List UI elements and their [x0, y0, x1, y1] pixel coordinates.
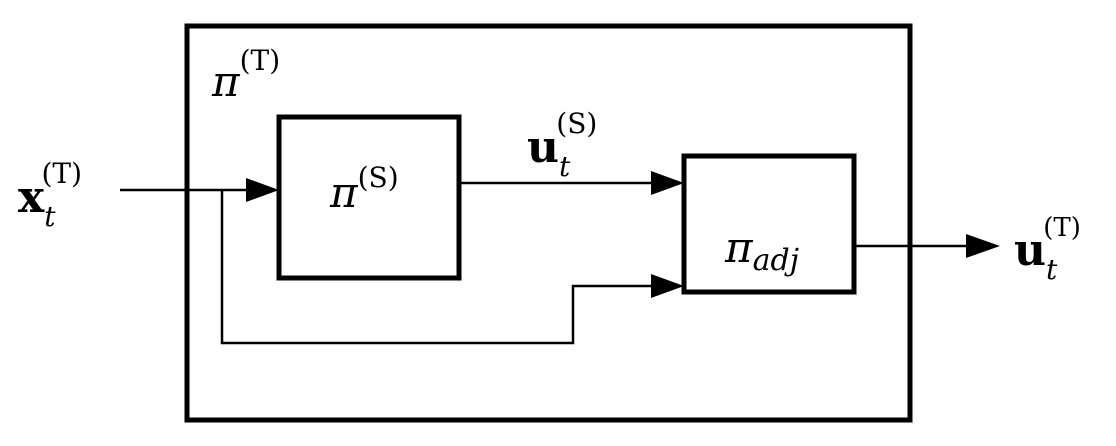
- input-signal-symbol: x: [18, 172, 45, 223]
- adjust-policy-block: [681, 153, 857, 295]
- output-signal-label: ut (T): [1014, 213, 1081, 286]
- teacher-policy-symbol: π: [211, 57, 241, 106]
- bypass-arrowhead: [651, 274, 684, 298]
- input-signal-label: xt (T): [18, 157, 82, 233]
- teacher-policy-label: π(T): [211, 44, 280, 106]
- input-arrowhead: [246, 178, 279, 202]
- student-output-label: ut (S): [527, 107, 597, 183]
- bypass-wire: [220, 190, 657, 345]
- output-signal-subscript: t: [1046, 253, 1058, 286]
- student-policy-block: [276, 114, 462, 281]
- student-output-symbol: u: [527, 122, 559, 173]
- student-policy-superscript: (S): [358, 161, 399, 194]
- output-arrowhead: [966, 234, 1000, 258]
- output-signal-symbol: u: [1014, 225, 1046, 276]
- student-output-arrowhead: [651, 171, 684, 195]
- adjust-policy-symbol: π: [724, 223, 754, 272]
- input-signal-superscript: (T): [42, 157, 83, 190]
- adjust-policy-label: πadj: [724, 223, 799, 278]
- student-output-subscript: t: [559, 150, 571, 183]
- input-signal-subscript: t: [44, 200, 56, 233]
- student-output-superscript: (S): [556, 107, 597, 140]
- adjust-policy-subscript: adj: [753, 243, 799, 278]
- output-signal-superscript: (T): [1043, 213, 1081, 243]
- teacher-policy-container: [184, 23, 913, 423]
- teacher-policy-superscript: (T): [240, 44, 281, 77]
- student-policy-symbol: π: [329, 168, 359, 217]
- student-policy-label: π(S): [329, 161, 399, 217]
